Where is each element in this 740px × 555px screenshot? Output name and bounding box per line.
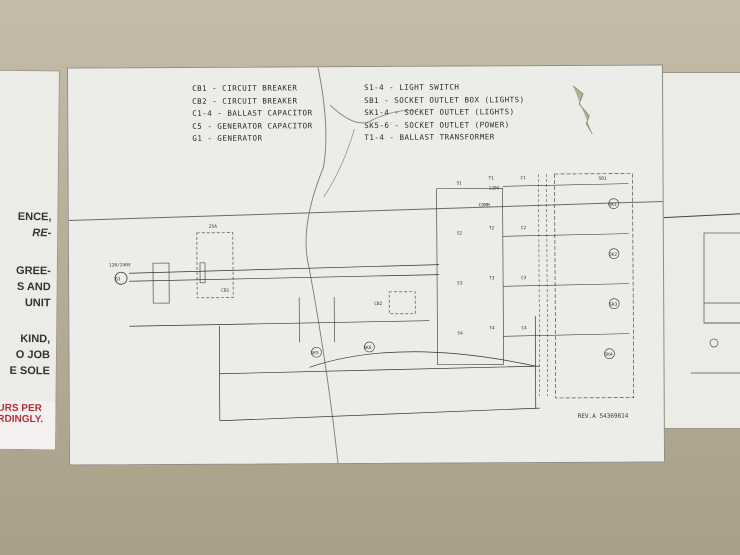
sk4-label: SK4 — [604, 352, 612, 358]
sk5-label: SK5 — [310, 350, 318, 356]
c4-label: C4 — [521, 325, 527, 331]
t4-label: T4 — [489, 325, 495, 331]
switch-panel — [436, 187, 504, 365]
sk6-socket-icon — [364, 341, 375, 353]
c3-label: C3 — [521, 275, 527, 281]
t3-label: T3 — [489, 275, 495, 281]
wire — [546, 174, 548, 397]
crack-line — [68, 200, 663, 222]
decal-text-line: RE- — [32, 227, 52, 240]
t2-label: T2 — [489, 225, 495, 231]
wiring-diagram-decal: CB1 - CIRCUIT BREAKER CB2 - CIRCUIT BREA… — [66, 64, 666, 466]
generator-label: G1 — [115, 276, 121, 282]
decal-text-line: S AND — [16, 280, 51, 294]
sk1-label: SK1 — [609, 202, 617, 208]
sk3-label: SK3 — [609, 302, 617, 308]
s4-label: S4 — [457, 330, 463, 336]
comm-label: COMM — [479, 202, 490, 208]
sk2-label: SK2 — [609, 252, 617, 258]
c2-label: C2 — [521, 225, 527, 231]
t1-label: T1 — [489, 175, 495, 181]
decal-text-line: ENCE, — [17, 210, 52, 224]
cb1-enclosure — [196, 232, 234, 299]
peeled-area — [572, 85, 593, 135]
bus-line — [129, 264, 440, 274]
sk3-socket-icon — [608, 298, 620, 310]
cb1-switch — [199, 262, 206, 284]
right-wiring-decal — [655, 72, 740, 429]
crack-line — [323, 128, 355, 198]
decal-text-line: E SOLE — [9, 364, 50, 378]
wire — [503, 333, 630, 337]
terminal-block — [152, 262, 170, 304]
bus-line — [129, 320, 430, 327]
decal-text-line: O JOB — [15, 348, 51, 362]
decal-red-notice: URS PER RDINGLY. — [0, 400, 56, 450]
crack-line — [305, 67, 339, 464]
crack-line — [329, 104, 419, 124]
sk4-socket-icon — [604, 348, 615, 360]
wire — [503, 283, 630, 287]
cb2-enclosure — [388, 291, 416, 315]
cb2-label: CB2 — [374, 301, 382, 307]
sk2-socket-icon — [608, 248, 620, 260]
voltage-label: 120/240V — [109, 262, 131, 268]
sb1-label: SB1 — [599, 176, 607, 182]
generator-symbol — [114, 271, 128, 285]
right-decal-drawing — [655, 213, 740, 374]
sk1-socket-icon — [608, 198, 619, 210]
decal-text-line: KIND, — [20, 332, 51, 346]
wiring-schematic: G1 120/240V 25A CB1 CB2 SK5 SK6 S1 S2 S3… — [68, 67, 663, 464]
bus-line — [129, 274, 440, 282]
decal-red-line: URS PER — [0, 402, 42, 415]
wire — [538, 174, 540, 397]
s3-label: S3 — [457, 280, 463, 286]
bus-line — [219, 365, 540, 375]
wire — [502, 183, 629, 187]
sk5-socket-icon — [311, 346, 322, 358]
bus-line — [309, 351, 536, 368]
wire — [502, 233, 629, 237]
sb1-outlet-box — [554, 173, 634, 399]
sk6-label: SK6 — [363, 345, 371, 351]
s1-label: S1 — [457, 180, 463, 186]
decal-text-line: GREE- — [15, 264, 51, 278]
voltage-120-label: 120V — [489, 185, 500, 191]
c1-label: C1 — [521, 175, 527, 181]
s2-label: S2 — [457, 230, 463, 236]
bus-line — [219, 407, 540, 422]
left-warning-decal: ENCE, RE- GREE- S AND UNIT KIND, O JOB E… — [0, 69, 60, 451]
cb1-label: CB1 — [221, 288, 229, 294]
decal-red-line: RDINGLY. — [0, 413, 44, 426]
revision-label: REV.A 54369814 — [577, 412, 629, 420]
decal-text-line: UNIT — [24, 296, 51, 310]
cb1-rating-label: 25A — [209, 224, 217, 230]
